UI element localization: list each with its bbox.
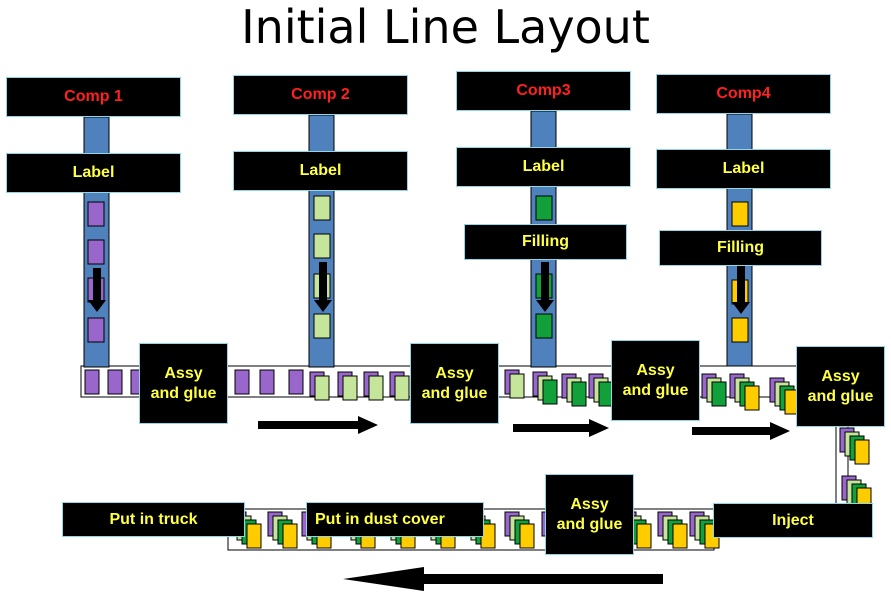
label-station-2: Label [233, 151, 408, 191]
label-station-4: Label [656, 149, 831, 189]
comp-1-box: Comp 1 [6, 77, 181, 117]
part-green [535, 195, 553, 221]
right-arrow-icon [770, 422, 790, 440]
assy-glue-station-2: Assy and glue [410, 343, 499, 424]
comp-2-box: Comp 2 [233, 75, 408, 115]
left-arrow-icon [424, 574, 663, 584]
part-stack [636, 523, 652, 549]
filling-station-4: Filling [659, 230, 822, 266]
part-stack [672, 523, 688, 549]
down-arrow-icon [88, 300, 106, 312]
part-yellow [731, 317, 749, 343]
assy-glue-station-4: Assy and glue [796, 346, 885, 427]
part-stack [342, 375, 358, 401]
down-arrow-icon [314, 300, 332, 312]
part-purple [87, 317, 105, 343]
label-station-3: Label [456, 147, 631, 187]
down-arrow-icon [536, 300, 554, 312]
part-purple [87, 239, 105, 265]
assy-glue-station-5: Assy and glue [545, 474, 634, 555]
comp-3-box: Comp3 [456, 71, 631, 111]
part-stack [711, 381, 727, 407]
right-arrow-icon [589, 419, 609, 437]
part-stack [744, 385, 760, 411]
part-stack [519, 523, 535, 549]
part-purple [234, 369, 250, 395]
inject-station: Inject [713, 503, 873, 538]
right-arrow-icon [513, 424, 589, 432]
left-arrow-icon [343, 567, 424, 591]
filling-station-3: Filling [464, 224, 627, 260]
part-stack [542, 379, 558, 405]
down-arrow-icon [319, 262, 327, 300]
right-arrow-icon [692, 427, 770, 435]
truck-station: Put in truck [62, 502, 245, 537]
part-light-green [313, 233, 331, 259]
down-arrow-icon [93, 268, 101, 300]
part-light-green [313, 313, 331, 339]
assy-glue-station-3: Assy and glue [611, 340, 700, 421]
dust-cover-station: Put in dust cover [306, 502, 484, 537]
label-station-1: Label [6, 153, 181, 193]
part-purple [107, 369, 123, 395]
part-stack [314, 375, 330, 401]
part-light-green [313, 195, 331, 221]
part-green [535, 313, 553, 339]
part-stack [854, 439, 870, 465]
part-stack [394, 375, 410, 401]
part-stack [282, 523, 298, 549]
part-purple [259, 369, 275, 395]
page-title: Initial Line Layout [241, 0, 650, 54]
down-arrow-icon [732, 302, 750, 314]
right-arrow-icon [358, 416, 378, 434]
right-arrow-icon [258, 421, 358, 429]
part-purple [87, 201, 105, 227]
down-arrow-icon [737, 266, 745, 302]
part-stack [509, 373, 525, 399]
part-stack [571, 381, 587, 407]
comp-4-box: Comp4 [656, 74, 831, 114]
part-purple [288, 369, 304, 395]
part-purple [84, 369, 100, 395]
part-yellow [731, 201, 749, 227]
down-arrow-icon [541, 262, 549, 300]
part-stack [246, 523, 262, 549]
assy-glue-station-1: Assy and glue [139, 343, 228, 424]
part-stack [368, 375, 384, 401]
